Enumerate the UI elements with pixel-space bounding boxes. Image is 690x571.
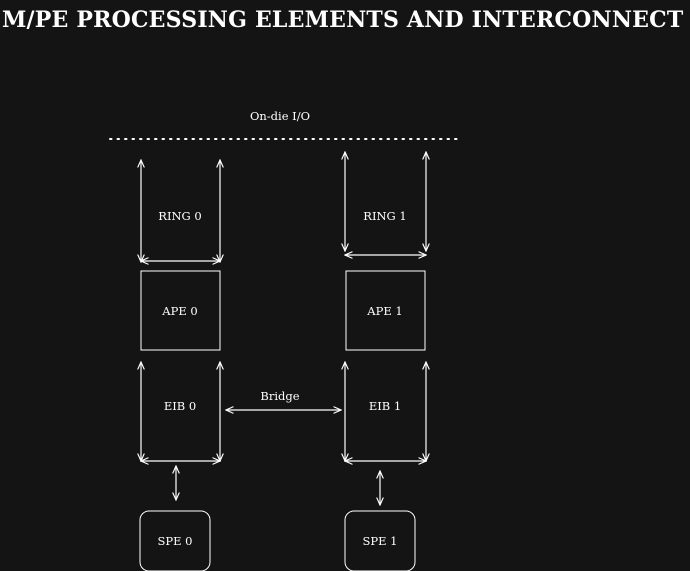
spe-1-box	[344, 510, 416, 571]
bridge-label: Bridge	[260, 389, 299, 403]
ape-1-label: APE 1	[366, 304, 402, 318]
spe-0-box	[139, 510, 211, 571]
eib-1-group: EIB 1	[345, 362, 426, 461]
ape-1-box	[345, 270, 426, 351]
ring-1-group: RING 1	[345, 152, 426, 255]
ring-0-group: RING 0	[141, 160, 220, 262]
io-label: On-die I/O	[250, 109, 310, 123]
eib-0-group: EIB 0	[141, 362, 220, 461]
ring-0-label: RING 0	[158, 209, 201, 223]
spe-0-label: SPE 0	[158, 534, 193, 548]
ape-0-box	[140, 270, 221, 351]
diagram-title: M/PE PROCESSING ELEMENTS AND INTERCONNEC…	[2, 7, 684, 33]
ring-1-label: RING 1	[363, 209, 406, 223]
eib-1-label: EIB 1	[369, 399, 401, 413]
eib-0-label: EIB 0	[164, 399, 196, 413]
ape-0-label: APE 0	[161, 304, 197, 318]
spe-1-label: SPE 1	[363, 534, 398, 548]
